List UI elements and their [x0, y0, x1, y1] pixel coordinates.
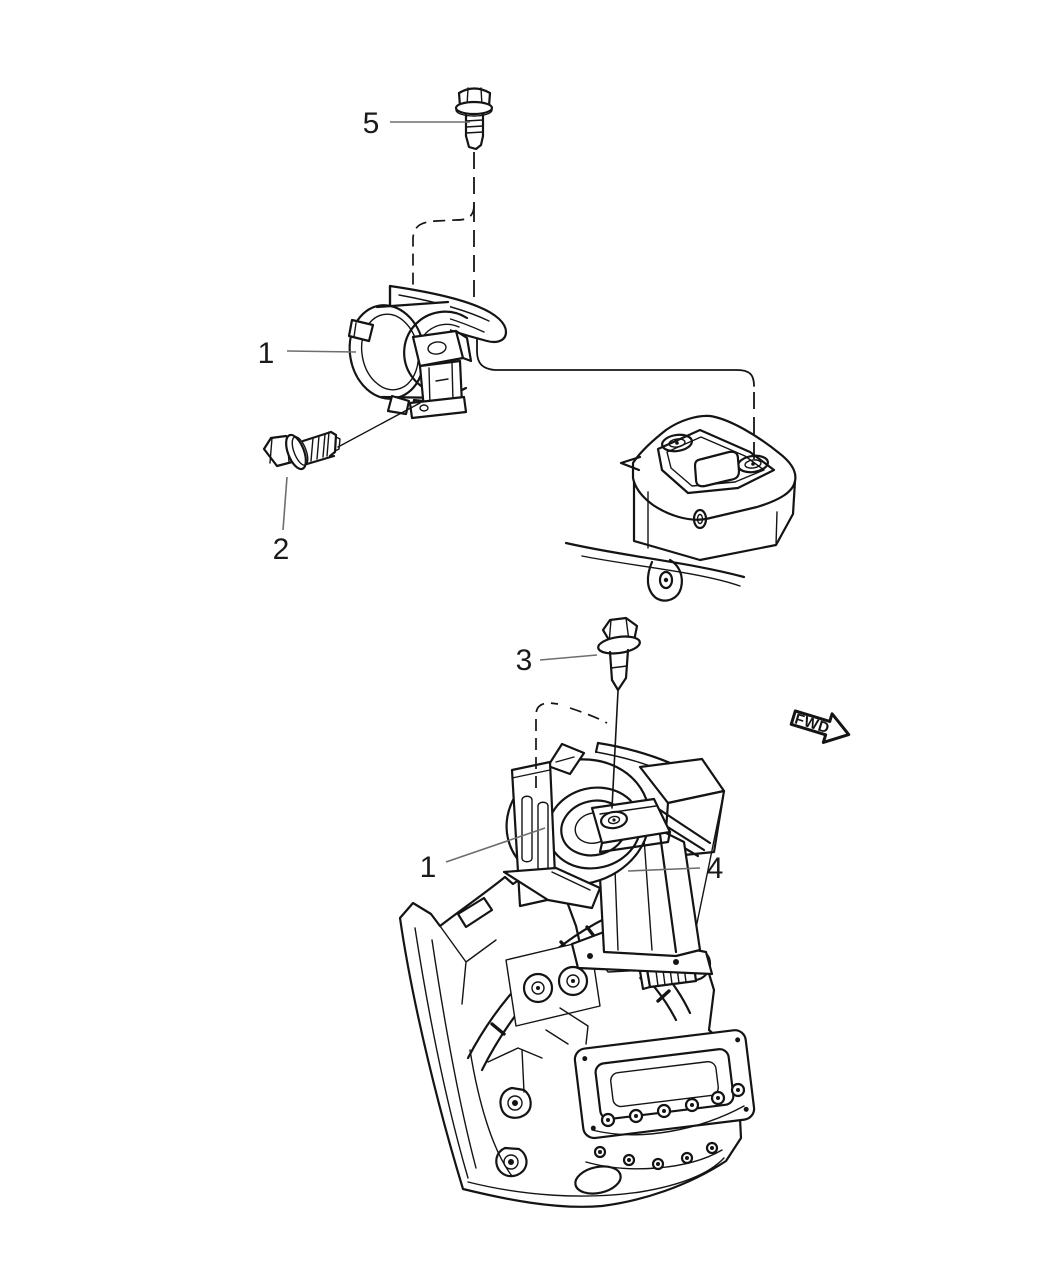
- engine-mount-upper: [347, 284, 508, 420]
- bolt-5-centerline: [412, 152, 475, 298]
- bolt-5: [454, 87, 494, 151]
- callout-1-lower: 1: [420, 851, 437, 884]
- transmission-assembly: [398, 865, 756, 1208]
- bolt-3-centerline: [611, 690, 619, 809]
- phantom-rail-outline: [535, 702, 608, 788]
- body-bracket-upper: [564, 414, 797, 602]
- callout-2: 2: [273, 533, 290, 566]
- callout-leaders: [282, 121, 701, 872]
- callout-1-upper: 1: [258, 337, 275, 370]
- bolt-5-through-line: [476, 331, 755, 460]
- callout-5: 5: [363, 107, 380, 140]
- bolt-boss-row-lower: [593, 1141, 719, 1171]
- callout-4: 4: [707, 852, 724, 885]
- engine-mount-lower: [502, 742, 672, 910]
- fwd-label: FWD: [793, 711, 832, 738]
- bolt-2: [262, 402, 421, 471]
- bolt-3: [597, 616, 641, 692]
- callout-3: 3: [516, 644, 533, 677]
- fwd-arrow: FWD: [789, 709, 851, 744]
- bolt-boss-row-upper: [600, 1082, 746, 1128]
